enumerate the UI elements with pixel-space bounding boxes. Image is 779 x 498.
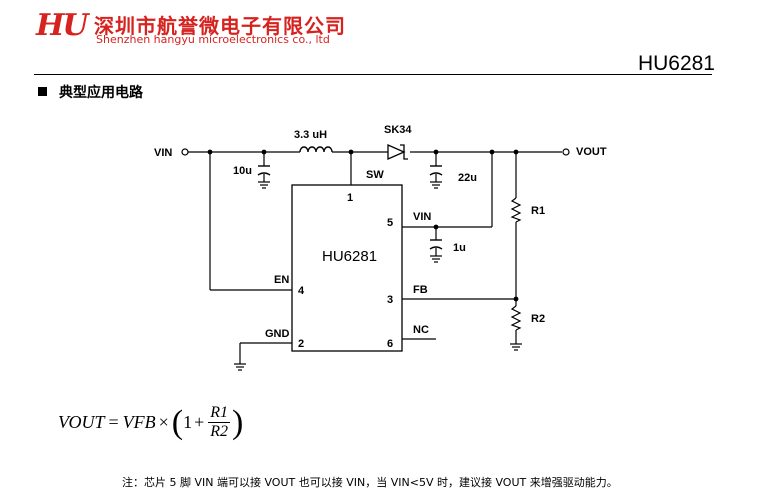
header-divider bbox=[34, 74, 712, 75]
formula-times: × bbox=[158, 412, 169, 432]
footnote: 注：芯片 5 脚 VIN 端可以接 VOUT 也可以接 VIN，当 VIN<5V… bbox=[122, 476, 618, 489]
company-logo: HU bbox=[36, 8, 88, 43]
formula-denominator: R2 bbox=[210, 423, 229, 440]
pin-4-number: 4 bbox=[298, 285, 305, 297]
right-paren-icon: ) bbox=[232, 403, 244, 441]
formula-one: 1 bbox=[183, 412, 193, 432]
pin-1-number: 1 bbox=[347, 192, 353, 204]
diode-part: SK34 bbox=[384, 124, 412, 136]
r1-label: R1 bbox=[531, 205, 545, 217]
inductor-value: 3.3 uH bbox=[294, 129, 327, 141]
formula-plus: + bbox=[194, 412, 205, 432]
output-voltage-formula: VOUT = VFB × ( 1 + R1 R2 ) bbox=[58, 404, 243, 441]
formula-numerator: R1 bbox=[208, 404, 231, 423]
bullet-square-icon bbox=[38, 87, 47, 96]
formula-equals: = bbox=[108, 412, 119, 432]
output-cap-value: 22u bbox=[458, 172, 477, 184]
formula-lhs: VOUT bbox=[58, 412, 105, 432]
pin-6-number: 6 bbox=[387, 338, 393, 350]
section-title-text: 典型应用电路 bbox=[59, 85, 143, 101]
vin-label: VIN bbox=[154, 147, 172, 159]
application-circuit-schematic: VIN VOUT 3.3 uH SK34 10u 22u 1u R1 R2 HU… bbox=[154, 124, 607, 371]
pin-sw-label: SW bbox=[366, 169, 384, 181]
input-cap-value: 10u bbox=[233, 165, 252, 177]
left-paren-icon: ( bbox=[171, 403, 184, 441]
vin-cap-value: 1u bbox=[453, 242, 466, 254]
formula-vfb: VFB bbox=[122, 412, 156, 432]
pin-fb-label: FB bbox=[413, 284, 428, 296]
pin-2-number: 2 bbox=[298, 338, 304, 350]
company-name-cn: 深圳市航誉微电子有限公司 bbox=[94, 14, 346, 38]
pin-gnd-label: GND bbox=[265, 328, 290, 340]
pin-3-number: 3 bbox=[387, 294, 393, 306]
pin-vin-label: VIN bbox=[413, 211, 431, 223]
pin-nc-label: NC bbox=[413, 324, 429, 336]
vout-label: VOUT bbox=[576, 146, 607, 158]
pin-en-label: EN bbox=[274, 274, 289, 286]
formula-fraction: R1 R2 bbox=[208, 404, 231, 441]
chip-name: HU6281 bbox=[322, 248, 377, 265]
pin-5-number: 5 bbox=[387, 217, 393, 229]
part-number-title: HU6281 bbox=[637, 52, 715, 75]
section-heading: 典型应用电路 bbox=[38, 82, 143, 102]
r2-label: R2 bbox=[531, 313, 545, 325]
company-name-en: Shenzhen hangyu microelectronics co., lt… bbox=[96, 33, 330, 46]
